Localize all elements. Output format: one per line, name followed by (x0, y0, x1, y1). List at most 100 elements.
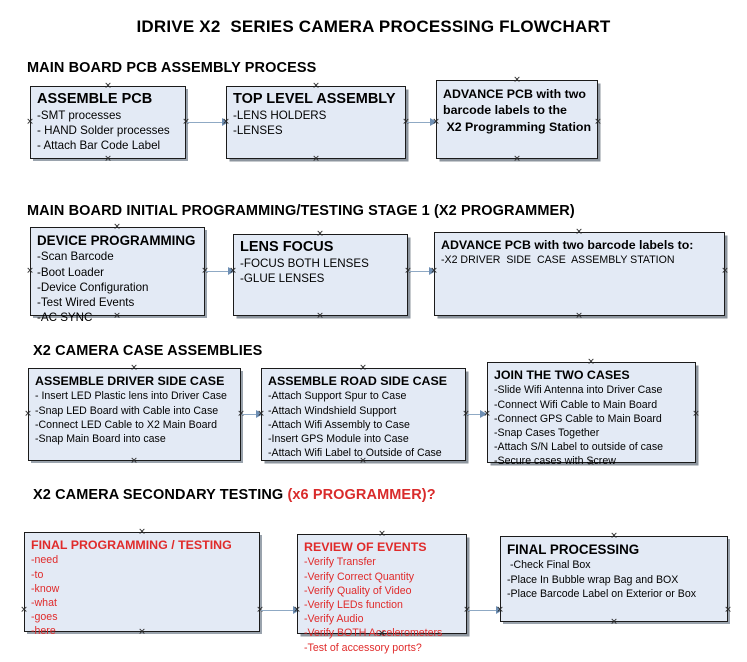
box-device-programming[interactable]: DEVICE PROGRAMMING -Scan Barcode -Boot L… (30, 227, 205, 324)
section-title-main-board-initial-programming: MAIN BOARD INITIAL PROGRAMMING/TESTING S… (27, 203, 575, 219)
connection-handle[interactable] (26, 118, 34, 127)
connection-handle[interactable] (104, 155, 112, 164)
connection-handle[interactable] (113, 312, 121, 321)
connection-handle[interactable] (513, 155, 521, 164)
box-advance-pcb-to-driver-side-case-station[interactable]: ADVANCE PCB with two barcode labels to: … (434, 232, 725, 316)
connection-handle[interactable] (594, 118, 602, 127)
connection-handle[interactable] (575, 228, 583, 237)
connection-handle[interactable] (359, 457, 367, 466)
box-line: -know (31, 582, 60, 595)
box-line: -GLUE LENSES (240, 271, 325, 285)
box-line: -Verify Quality of Video (304, 584, 412, 597)
box-final-processing[interactable]: FINAL PROCESSING -Check Final Box -Place… (500, 536, 728, 622)
box-assemble-driver-side-case[interactable]: ASSEMBLE DRIVER SIDE CASE - Insert LED P… (28, 368, 241, 461)
connection-handle[interactable] (312, 155, 320, 164)
box-join-the-two-cases[interactable]: JOIN THE TWO CASES -Slide Wifi Antenna i… (487, 362, 696, 467)
connection-handle[interactable] (610, 532, 618, 541)
connection-handle[interactable] (130, 364, 138, 373)
box-assemble-pcb[interactable]: ASSEMBLE PCB -SMT processes - HAND Solde… (30, 86, 186, 159)
connection-handle[interactable] (138, 528, 146, 537)
box-line: -Verify Transfer (304, 556, 376, 569)
box-line: - HAND Solder processes (37, 123, 170, 137)
section-title-x2-camera-secondary-testing: X2 CAMERA SECONDARY TESTING (x6 PROGRAMM… (33, 487, 436, 503)
box-line: -Verify BOTH Accelerometers (304, 627, 443, 640)
box-heading: FINAL PROCESSING (507, 542, 640, 557)
box-heading: LENS FOCUS (240, 239, 334, 255)
connection-handle[interactable] (430, 267, 438, 276)
connection-handle[interactable] (20, 606, 28, 615)
box-top-level-assembly[interactable]: TOP LEVEL ASSEMBLY -LENS HOLDERS -LENSES (226, 86, 406, 159)
connection-handle[interactable] (316, 230, 324, 239)
connection-handle[interactable] (378, 530, 386, 539)
connection-handle[interactable] (575, 312, 583, 321)
section-title-text: X2 CAMERA SECONDARY TESTING (33, 487, 288, 503)
box-line: -AC SYNC (37, 311, 93, 325)
box-line: -Attach Support Spur to Case (268, 390, 407, 403)
connection-handle[interactable] (104, 82, 112, 91)
box-line: -need (31, 554, 59, 567)
box-line: -Connect LED Cable to X2 Main Board (35, 418, 217, 431)
box-line: -Snap Main Board into case (35, 433, 166, 446)
box-line: -SMT processes (37, 108, 122, 122)
connection-handle[interactable] (432, 118, 440, 127)
box-line: -Snap LED Board with Cable into Case (35, 404, 219, 417)
connection-handle[interactable] (312, 82, 320, 91)
box-line: -Snap Cases Together (494, 427, 600, 440)
box-heading: ASSEMBLE DRIVER SIDE CASE (35, 374, 225, 388)
connection-handle[interactable] (26, 267, 34, 276)
box-line: barcode labels to the (443, 103, 567, 118)
box-line: -Insert GPS Module into Case (268, 433, 409, 446)
connection-handle[interactable] (724, 606, 732, 615)
box-lens-focus[interactable]: LENS FOCUS -FOCUS BOTH LENSES -GLUE LENS… (233, 234, 408, 316)
box-heading: TOP LEVEL ASSEMBLY (233, 91, 396, 107)
connection-handle[interactable] (587, 358, 595, 367)
connector-arrow (187, 122, 224, 123)
connection-handle[interactable] (138, 628, 146, 637)
connection-handle[interactable] (483, 410, 491, 419)
connection-handle[interactable] (229, 267, 237, 276)
box-line: -Connect Wifi Cable to Main Board (494, 398, 658, 411)
box-line: -Attach Windshield Support (268, 404, 397, 417)
connection-handle[interactable] (496, 606, 504, 615)
box-review-of-events[interactable]: REVIEW OF EVENTS -Verify Transfer -Verif… (297, 534, 467, 654)
box-heading: ADVANCE PCB with two barcode labels to: (441, 238, 694, 252)
box-line: - Attach Bar Code Label (37, 138, 161, 152)
connection-handle[interactable] (378, 630, 386, 639)
box-line: -X2 DRIVER SIDE CASE ASSEMBLY STATION (441, 254, 675, 267)
box-heading: REVIEW OF EVENTS (304, 540, 427, 554)
connection-handle[interactable] (513, 76, 521, 85)
connection-handle[interactable] (359, 364, 367, 373)
box-heading: FINAL PROGRAMMING / TESTING (31, 538, 232, 552)
box-line: -Attach Wifi Label to Outside of Case (268, 447, 442, 460)
connection-handle[interactable] (587, 459, 595, 468)
box-line: -Device Configuration (37, 280, 149, 294)
box-line: -Verify Correct Quantity (304, 570, 415, 583)
box-line: -what (31, 597, 57, 610)
connection-handle[interactable] (222, 118, 230, 127)
box-line: -Connect GPS Cable to Main Board (494, 412, 662, 425)
connection-handle[interactable] (293, 606, 301, 615)
box-line: -LENS HOLDERS (233, 108, 327, 122)
box-line: -Boot Loader (37, 265, 105, 279)
connection-handle[interactable] (610, 618, 618, 627)
connection-handle[interactable] (721, 267, 729, 276)
section-title-x2-camera-case-assemblies: X2 CAMERA CASE ASSEMBLIES (33, 343, 263, 359)
connection-handle[interactable] (257, 410, 265, 419)
box-line: -Verify LEDs function (304, 599, 403, 612)
connection-handle[interactable] (24, 410, 32, 419)
connection-handle[interactable] (113, 223, 121, 232)
connection-handle[interactable] (316, 312, 324, 321)
box-line: -LENSES (233, 123, 283, 137)
box-line: -FOCUS BOTH LENSES (240, 256, 369, 270)
box-advance-pcb-to-x2-programming-station[interactable]: ADVANCE PCB with two barcode labels to t… (436, 80, 598, 159)
box-line: -goes (31, 611, 58, 624)
box-assemble-road-side-case[interactable]: ASSEMBLE ROAD SIDE CASE -Attach Support … (261, 368, 466, 461)
box-line: - Insert LED Plastic lens into Driver Ca… (35, 390, 227, 403)
box-final-programming-testing[interactable]: FINAL PROGRAMMING / TESTING -need -to -k… (24, 532, 260, 637)
connection-handle[interactable] (692, 410, 700, 419)
box-heading: JOIN THE TWO CASES (494, 368, 630, 382)
box-line: -Place Barcode Label on Exterior or Box (507, 587, 697, 600)
connection-handle[interactable] (130, 457, 138, 466)
box-line: -Slide Wifi Antenna into Driver Case (494, 384, 663, 397)
